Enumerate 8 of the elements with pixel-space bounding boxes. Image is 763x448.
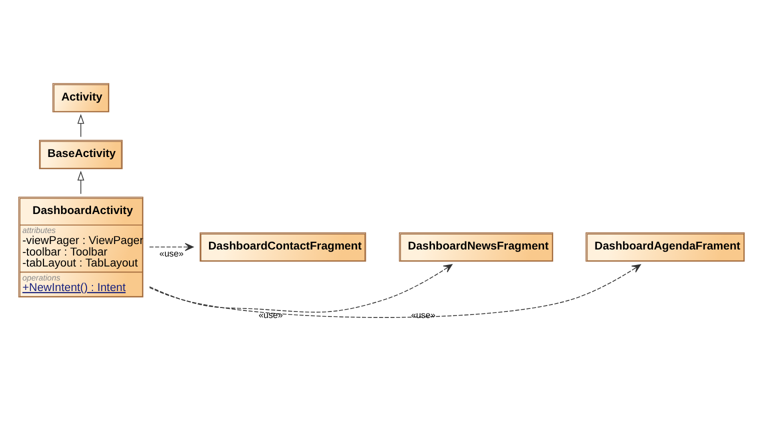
edge-label: «use» <box>411 309 436 320</box>
edge-label: «use» <box>258 309 283 320</box>
arrow <box>77 114 84 137</box>
arrow <box>149 242 194 251</box>
edge-label: «use» <box>159 248 184 258</box>
arrow <box>149 264 452 312</box>
arrow <box>149 264 641 318</box>
arrow <box>77 170 84 194</box>
